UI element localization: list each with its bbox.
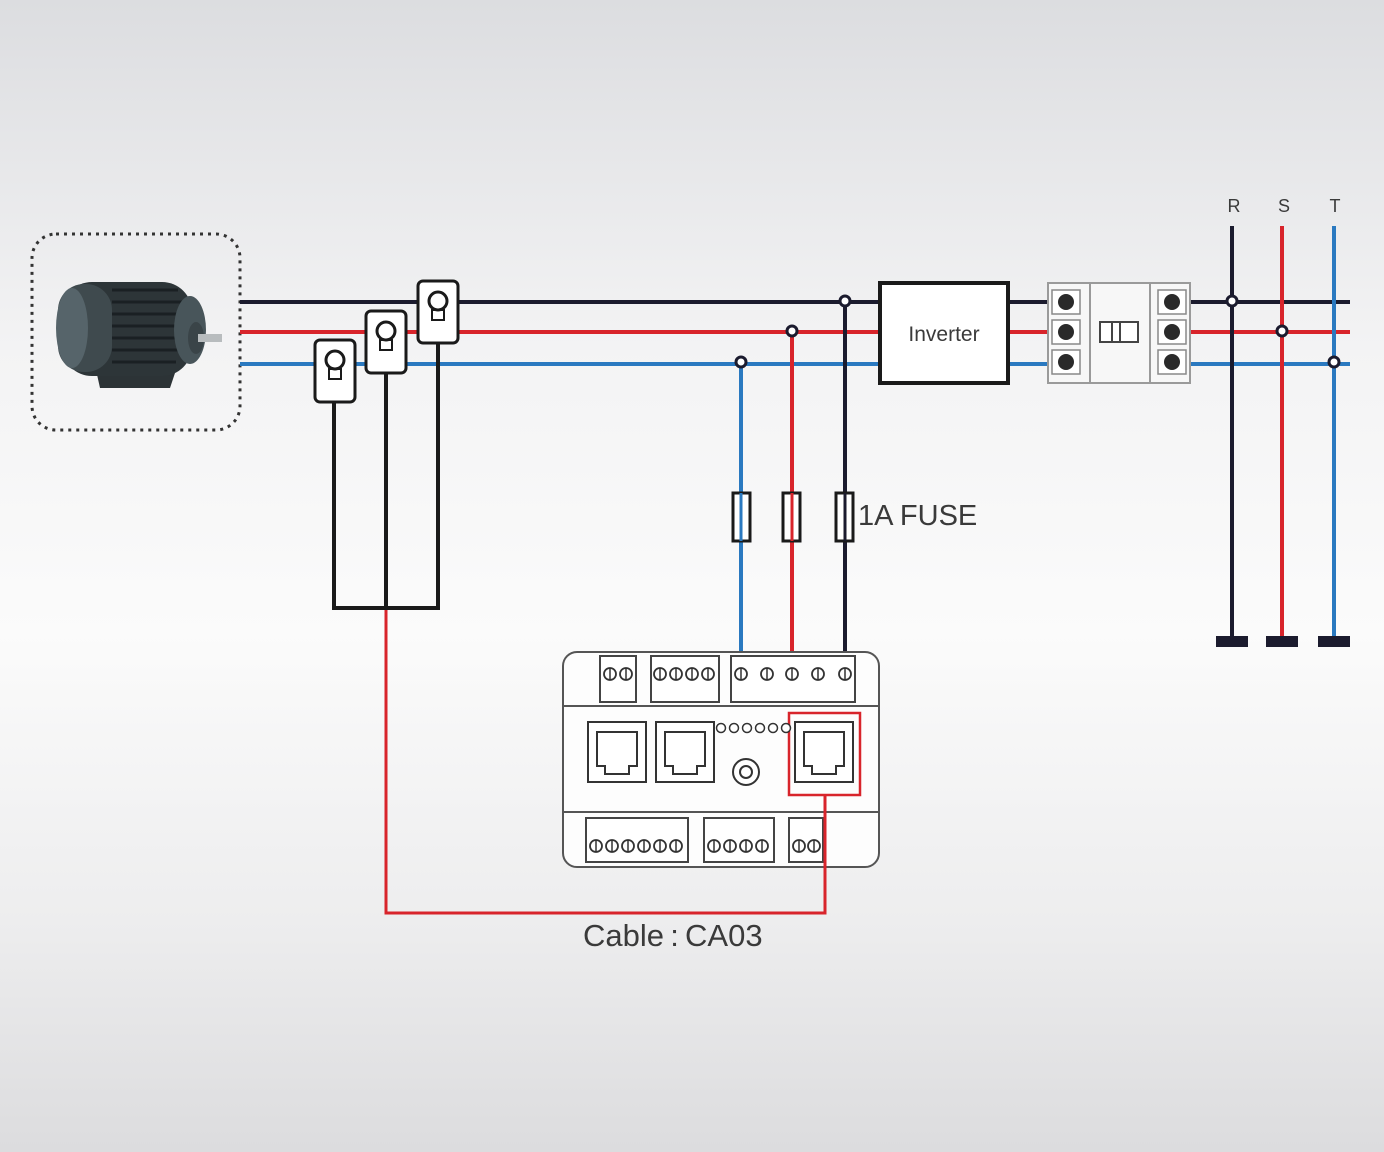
status-led-icons xyxy=(715,722,792,734)
fuse-inner-lines xyxy=(739,493,847,541)
bottom-terminal-block xyxy=(585,817,824,863)
power-meter-icon xyxy=(562,651,880,868)
phase-s-label: S xyxy=(1278,196,1290,216)
reset-knob-icon xyxy=(732,758,760,786)
ground-bars xyxy=(1216,636,1350,647)
current-transformer-icon xyxy=(313,338,357,404)
voltage-taps xyxy=(739,302,847,672)
cable-label: Cable : CA03 xyxy=(583,918,763,953)
rj45-port-icon xyxy=(794,721,854,783)
inverter-label: Inverter xyxy=(908,323,979,346)
inverter-block: Inverter xyxy=(878,281,1010,385)
phase-t-label: T xyxy=(1330,196,1341,216)
current-transformer-icon xyxy=(416,279,460,345)
rj45-port-icon xyxy=(587,721,647,783)
supply-bus xyxy=(1230,226,1336,640)
current-transformer-icon xyxy=(364,309,408,375)
motor-group xyxy=(30,232,242,432)
motor-icon xyxy=(56,282,222,388)
motor-frame xyxy=(30,232,242,432)
tap-junction-dots xyxy=(734,294,852,369)
rj45-port-icon xyxy=(655,721,715,783)
breaker-icon xyxy=(1047,282,1191,384)
phase-r-label: R xyxy=(1228,196,1241,216)
fuse-label: 1A FUSE xyxy=(858,500,977,532)
cable-ca03-line xyxy=(384,610,827,915)
ct-secondary-wiring xyxy=(332,342,440,610)
bus-junction-dots xyxy=(1225,294,1341,369)
